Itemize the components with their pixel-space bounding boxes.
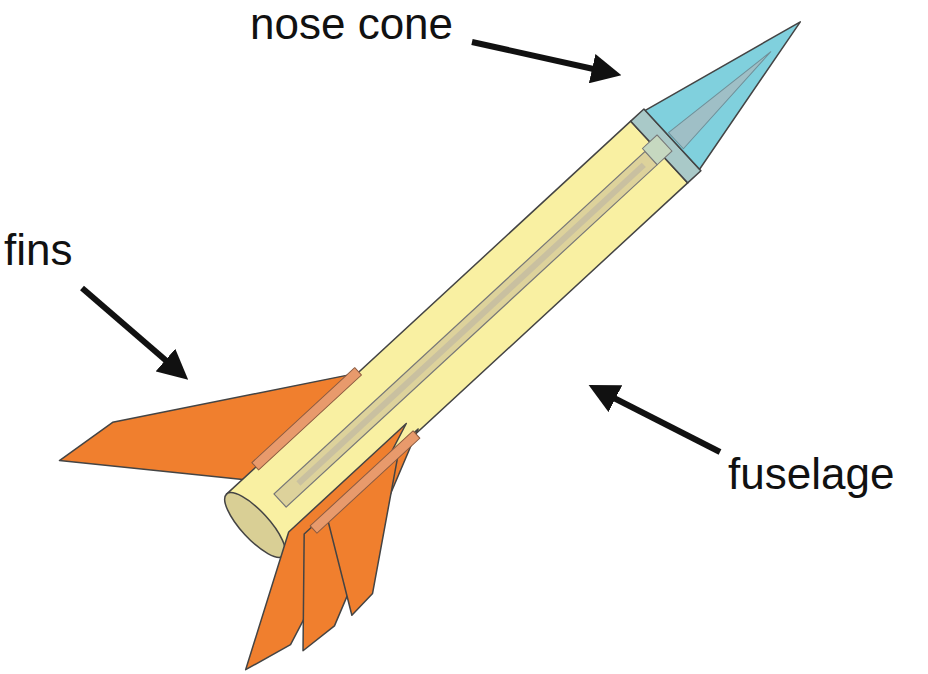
fin-tab <box>252 368 362 470</box>
body-strip <box>274 151 657 507</box>
fin <box>245 429 477 653</box>
part-label: fins <box>4 226 72 274</box>
body-strip-shade <box>296 163 645 486</box>
nose-shading <box>668 44 778 148</box>
fin-tab <box>310 431 420 533</box>
collar-tab <box>642 135 672 165</box>
part-label: fuselage <box>728 450 894 498</box>
leader-arrow <box>610 396 720 452</box>
nose-cone-shape <box>645 0 827 169</box>
part-label: nose cone <box>250 0 453 48</box>
fuselage-tube <box>227 121 688 556</box>
leader-arrow <box>82 288 170 364</box>
leader-arrow <box>472 42 598 70</box>
